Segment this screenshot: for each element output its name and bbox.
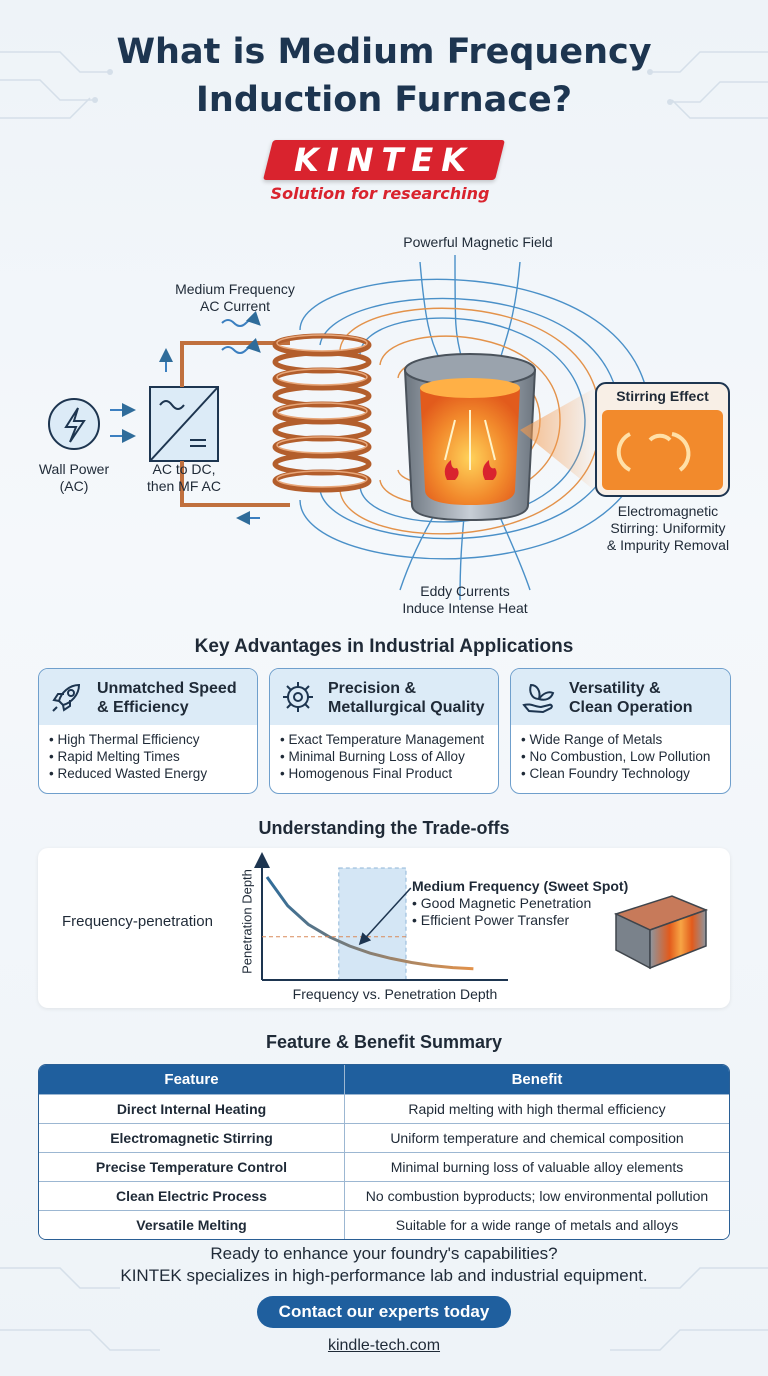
advantage-card-precision: Precision &Metallurgical Quality Exact T… [269, 668, 499, 794]
cta-text: Ready to enhance your foundry's capabili… [120, 1244, 648, 1285]
list-item: Exact Temperature Management [280, 731, 498, 748]
list-item: High Thermal Efficiency [49, 731, 257, 748]
list-item: Reduced Wasted Energy [49, 765, 257, 782]
advantages-heading: Key Advantages in Industrial Application… [194, 636, 574, 657]
feature-cell: Clean Electric Process [39, 1181, 345, 1210]
sweet-spot-band [338, 867, 407, 981]
frequency-penetration-label: Frequency-penetration [62, 913, 213, 930]
brand-logo: KINTEK [294, 141, 474, 179]
page-title: What is Medium Frequency Induction Furna… [116, 32, 652, 120]
rocket-icon [52, 683, 81, 712]
column-header-benefit: Benefit [345, 1065, 729, 1094]
gear-icon [283, 682, 313, 712]
converter-label: AC to DC,then MF AC [147, 461, 221, 494]
tradeoffs-heading: Understanding the Trade-offs [258, 818, 510, 838]
feature-cell: Versatile Melting [39, 1210, 345, 1239]
y-axis-label: Penetration Depth [239, 869, 255, 974]
magnetic-field-label: Powerful Magnetic Field [403, 234, 553, 250]
penetration-curve [265, 876, 474, 971]
heated-metal-block-icon [613, 895, 709, 970]
column-header-feature: Feature [39, 1065, 345, 1094]
callout-arrow [358, 887, 412, 946]
copper-coil [272, 333, 372, 493]
advantage-card-versatility: Versatility &Clean Operation Wide Range … [510, 668, 731, 794]
x-axis-label: Frequency vs. Penetration Depth [292, 986, 498, 1002]
feature-cell: Direct Internal Heating [39, 1094, 345, 1123]
benefit-cell: Minimal burning loss of valuable alloy e… [345, 1152, 729, 1181]
benefit-cell: Uniform temperature and chemical composi… [345, 1123, 729, 1152]
summary-heading: Feature & Benefit Summary [265, 1032, 503, 1052]
brand-tagline: Solution for researching [270, 184, 490, 203]
benefit-cell: Rapid melting with high thermal efficien… [345, 1094, 729, 1123]
feature-cell: Electromagnetic Stirring [39, 1123, 345, 1152]
list-item: Rapid Melting Times [49, 748, 257, 765]
stirring-effect-label: Stirring Effect [616, 388, 709, 404]
crucible [403, 353, 537, 522]
list-item: Clean Foundry Technology [521, 765, 730, 782]
tradeoff-chart [254, 852, 508, 981]
list-item: Homogenous Final Product [280, 765, 498, 782]
list-item: Minimal Burning Loss of Alloy [280, 748, 498, 765]
website-link[interactable]: kindle-tech.com [327, 1337, 441, 1354]
wall-power-label: Wall Power(AC) [38, 461, 110, 494]
advantage-card-speed: Unmatched Speed& Efficiency High Thermal… [38, 668, 258, 794]
benefit-cell: No combustion byproducts; low environmen… [345, 1181, 729, 1210]
contact-experts-button[interactable]: Contact our experts today [257, 1296, 511, 1328]
table-header-row: Feature Benefit [39, 1065, 729, 1094]
benefit-cell: Suitable for a wide range of metals and … [345, 1210, 729, 1239]
list-item: Wide Range of Metals [521, 731, 730, 748]
induction-furnace-diagram [48, 254, 730, 601]
list-item: No Combustion, Low Pollution [521, 748, 730, 765]
feature-cell: Precise Temperature Control [39, 1152, 345, 1181]
leaf-hand-icon [522, 683, 555, 714]
sweet-spot-callout: Medium Frequency (Sweet Spot) • Good Mag… [412, 878, 629, 928]
